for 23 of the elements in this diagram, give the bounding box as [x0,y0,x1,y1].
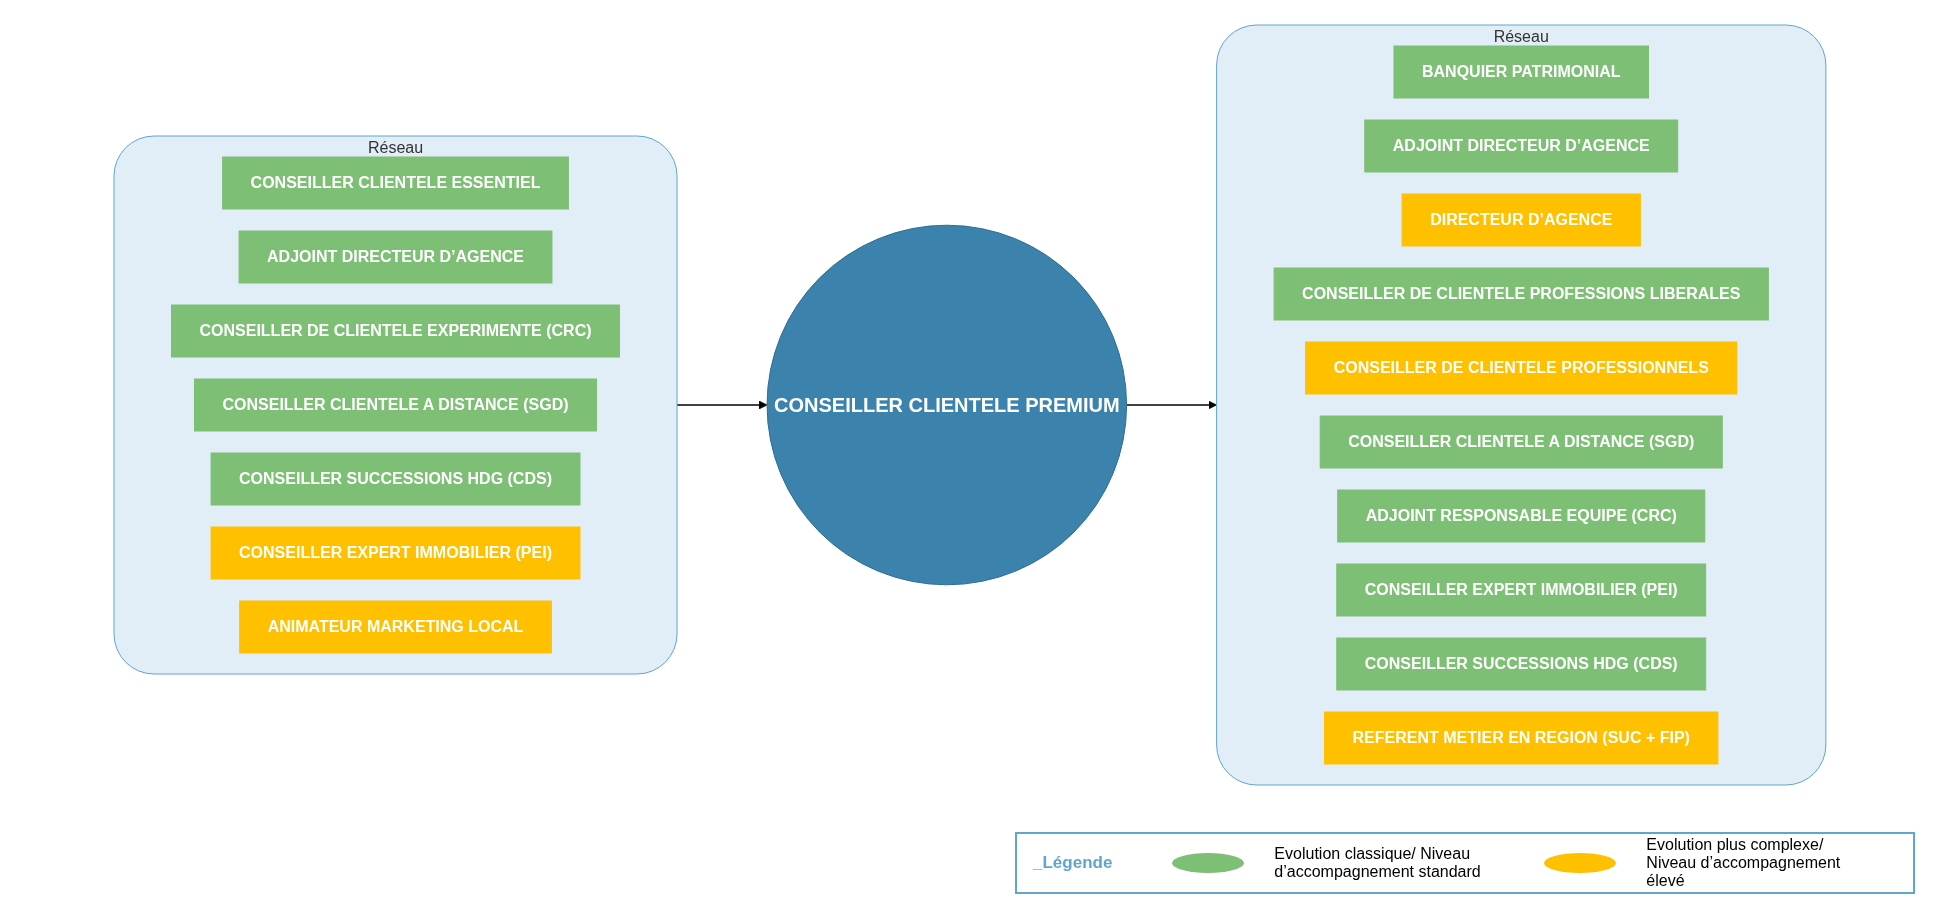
node-box: BANQUIER PATRIMONIAL [1393,45,1649,99]
node-box: DIRECTEUR D’AGENCE [1401,193,1641,247]
node-box: REFERENT METIER EN REGION (SUC + FIP) [1323,711,1718,765]
node-circle: CONSEILLER CLIENTELE PREMIUM [766,224,1127,586]
node-box: CONSEILLER SUCCESSIONS HDG (CDS) [1335,637,1706,691]
node-box: CONSEILLER EXPERT IMMOBILIER (PEI) [210,526,581,580]
node-box: CONSEILLER DE CLIENTELE PROFESSIONNELS [1304,341,1737,395]
arrow [675,400,767,410]
node-box: ADJOINT DIRECTEUR D’AGENCE [238,230,553,284]
node-box: CONSEILLER EXPERT IMMOBILIER (PEI) [1335,563,1706,617]
legend-text: Evolution plus complexe/ Niveau d’accompagnement élevé [1646,836,1842,890]
legend-title: _Légende [1033,853,1113,873]
node-box: CONSEILLER DE CLIENTELE PROFESSIONS LIBERALES [1273,267,1769,321]
node-box: CONSEILLER CLIENTELE A DISTANCE (SGD) [193,378,597,432]
legend-text: Evolution classique/ Niveau d’accompagnement standard [1274,845,1482,881]
node-box: ADJOINT DIRECTEUR D’AGENCE [1363,119,1678,173]
arrow [1125,400,1217,410]
node-box: ANIMATEUR MARKETING LOCAL [238,600,552,654]
node-box: CONSEILLER SUCCESSIONS HDG (CDS) [210,452,581,506]
node-box: CONSEILLER CLIENTELE A DISTANCE (SGD) [1319,415,1723,469]
node-box: ADJOINT RESPONSABLE EQUIPE (CRC) [1336,489,1705,543]
node-box: CONSEILLER DE CLIENTELE EXPERIMENTE (CRC) [170,304,620,358]
node-box: CONSEILLER CLIENTELE ESSENTIEL [221,156,569,210]
